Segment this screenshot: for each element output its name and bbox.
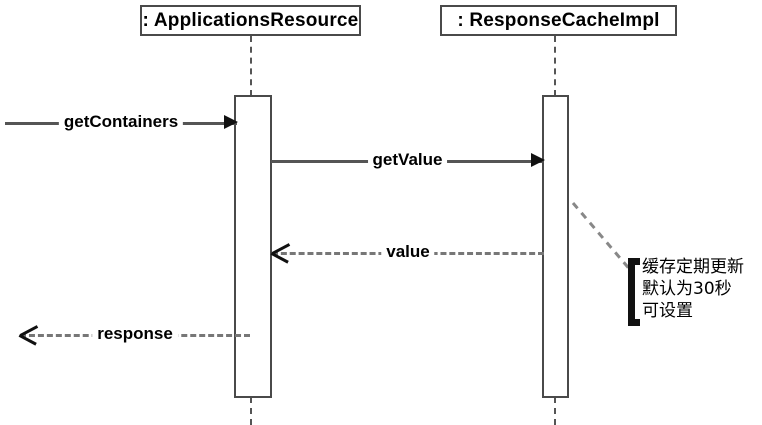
note-text: 缓存定期更新 默认为30秒 可设置	[642, 257, 744, 321]
lifeline-header-applications-resource[interactable]: : ApplicationsResource	[140, 5, 361, 36]
arrowhead-filled-right-icon	[531, 153, 545, 167]
lifeline-dashed-line-applications-resource-bottom	[250, 397, 252, 425]
message-label: getContainers	[58, 112, 184, 132]
note-cache-refresh[interactable]: 缓存定期更新 默认为30秒 可设置	[628, 257, 758, 326]
note-anchor-line	[571, 202, 634, 273]
message-label: response	[92, 324, 178, 344]
lifeline-header-response-cache-impl[interactable]: : ResponseCacheImpl	[440, 5, 677, 36]
arrowhead-filled-right-icon	[224, 115, 238, 129]
activation-bar-applications-resource[interactable]	[234, 95, 272, 398]
lifeline-dashed-line-response-cache-impl-bottom	[554, 397, 556, 425]
lifeline-dashed-line-response-cache-impl-top	[554, 36, 556, 96]
message-label: value	[381, 242, 435, 262]
lifeline-dashed-line-applications-resource-top	[250, 36, 252, 96]
activation-bar-response-cache-impl[interactable]	[542, 95, 569, 398]
note-bracket-icon	[628, 258, 640, 326]
lifeline-label: : ApplicationsResource	[142, 9, 359, 31]
message-label: getValue	[367, 150, 448, 170]
lifeline-label: : ResponseCacheImpl	[457, 9, 660, 31]
